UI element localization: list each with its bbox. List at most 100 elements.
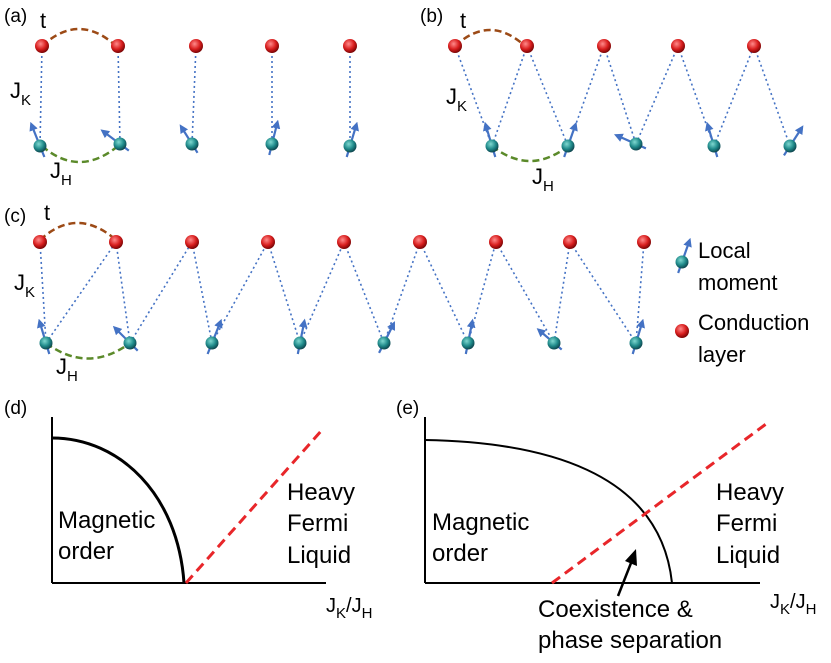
region-heavy-fermi-liquid-line1: Heavy [287,479,355,506]
conduction-site [563,235,577,249]
region-heavy-fermi-liquid-line3: Liquid [287,542,351,569]
kondo-coupling-label: JK [14,270,35,301]
panel-a: (a) t JK JH [4,6,359,189]
hopping-t-line [39,221,117,241]
local-moment-site [629,336,643,350]
conduction-site [597,39,611,53]
panel-e-label: (e) [396,398,419,419]
x-axis-label: JK/JH [326,595,372,622]
local-moment-site [377,336,391,350]
conduction-site [33,235,47,249]
legend-conduction-line2: layer [698,342,746,367]
local-moment-site [629,137,643,151]
region-magnetic-order-line2: order [58,538,114,565]
local-moment-site [39,336,53,350]
kondo-link [713,45,755,147]
kondo-link [569,241,637,344]
kondo-link [299,241,345,344]
local-moment-site [707,139,721,153]
kondo-link [45,241,117,344]
local-moment-site [561,139,575,153]
legend-local-moment-line1: Local [698,238,751,263]
kondo-link [526,45,569,147]
magnetic-phase-boundary [424,439,673,584]
kondo-link [553,241,571,344]
kondo-link [211,241,269,344]
local-moment-site [675,255,689,269]
conduction-site [265,39,279,53]
hund-coupling-label: JH [532,164,554,195]
panel-b: (b) t JK JH [420,6,804,195]
legend-local-moment-icon [675,237,692,274]
kondo-link [495,241,555,344]
local-moment-site [185,137,199,151]
conduction-site [413,235,427,249]
panel-c: (c) t JK JH [4,200,651,385]
region-heavy-fermi-liquid-line2: Fermi [287,510,348,537]
local-moment-site [33,139,47,153]
local-moment-site [485,139,499,153]
region-magnetic-order-line1: Magnetic [58,507,155,534]
conduction-site [448,39,462,53]
local-moment-site [547,336,561,350]
region-heavy-fermi-liquid-line1: Heavy [716,479,784,506]
legend: Local moment Conduction layer [675,237,809,367]
kondo-link [343,241,385,344]
kondo-link [191,45,197,145]
legend-local-moment-line2: moment [698,270,777,295]
conduction-site [671,39,685,53]
region-heavy-fermi-liquid-line3: Liquid [716,542,780,569]
conduction-site [637,235,651,249]
panel-a-label: (a) [4,6,27,27]
annotation-coexistence-line2: phase separation [538,627,722,654]
hopping-t-label: t [40,8,46,33]
conduction-site [189,39,203,53]
kondo-link [419,241,469,344]
local-moment-site [123,336,137,350]
kondo-link [191,241,213,344]
crossover-line [184,429,324,584]
conduction-site [185,235,199,249]
panel-e: (e) Magnetic order Heavy Fermi Liquid Co… [396,398,816,654]
local-moment-site [205,336,219,350]
panel-c-label: (c) [4,206,26,227]
local-moment-site [461,336,475,350]
kondo-link [115,241,131,344]
panel-b-label: (b) [420,6,443,27]
kondo-link [117,45,121,145]
local-moment-site [343,139,357,153]
magnetic-phase-boundary [51,436,186,584]
legend-conduction-icon [675,324,689,338]
panel-d: (d) Magnetic order Heavy Fermi Liquid JK… [4,398,372,622]
crossover-line [551,422,767,585]
region-magnetic-order-line1: Magnetic [432,509,529,536]
local-moment-site [113,137,127,151]
coupling-jh-line [491,145,569,163]
local-moment-site [293,336,307,350]
conduction-site [520,39,534,53]
conduction-site [111,39,125,53]
x-axis-label: JK/JH [770,591,816,618]
region-magnetic-order-line2: order [432,540,488,567]
kondo-coupling-label: JK [446,84,467,115]
conduction-site [337,235,351,249]
legend-conduction-line1: Conduction [698,310,809,335]
hopping-t-label: t [44,200,50,225]
conduction-site [109,235,123,249]
kondo-link [491,45,528,147]
panel-d-label: (d) [4,398,27,419]
conduction-site [35,39,49,53]
kondo-link [635,45,679,145]
conduction-site [343,39,357,53]
conduction-site [261,235,275,249]
annotation-arrow-head [625,549,637,566]
kondo-link [267,241,301,344]
annotation-coexistence-line1: Coexistence & [538,596,693,623]
kondo-link [129,241,193,344]
hund-coupling-label: JH [50,158,72,189]
conduction-site [747,39,761,53]
local-moment-site [783,139,797,153]
hopping-t-label: t [460,8,466,33]
kondo-link [467,241,497,344]
